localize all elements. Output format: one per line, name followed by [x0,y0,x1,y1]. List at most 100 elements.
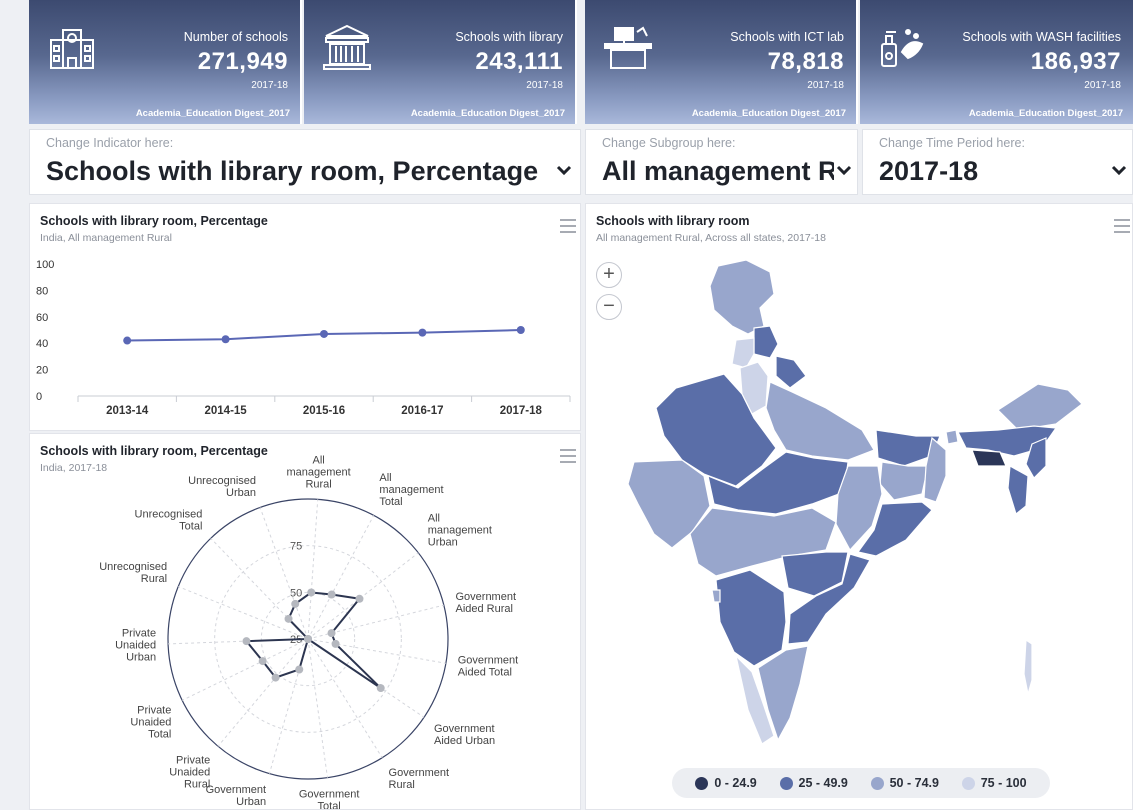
chevron-down-icon[interactable] [836,164,852,176]
kpi-card-library: Schools with library 243,111 2017-18 Aca… [304,0,577,124]
y-tick-label: 40 [36,338,48,350]
map-region[interactable] [945,429,959,445]
radar-spoke [307,638,425,718]
data-point[interactable] [327,629,336,638]
map-region[interactable] [655,373,777,487]
indicator-caption: Change Indicator here: [46,136,174,150]
map-region[interactable] [753,325,779,359]
radar-spoke [268,638,309,774]
map-region[interactable] [787,553,871,645]
period-select[interactable]: Change Time Period here: 2017-18 [862,129,1133,195]
y-tick-label: 100 [36,259,54,271]
map-region[interactable] [731,337,755,369]
period-caption: Change Time Period here: [879,136,1025,150]
kpi-source: Academia_Education Digest_2017 [410,108,565,119]
map-region[interactable] [923,436,947,503]
map-region[interactable] [775,355,807,389]
data-point[interactable] [307,588,316,597]
zoom-in-button[interactable]: + [596,262,622,288]
library-icon [323,24,371,70]
map-region[interactable] [711,589,721,603]
map-region[interactable] [765,381,875,461]
kpi-value: 271,949 [197,48,288,75]
y-tick-label: 0 [36,391,42,403]
kpi-source: Academia_Education Digest_2017 [968,108,1123,119]
data-point[interactable] [304,635,312,643]
radar-ring [214,545,402,733]
data-point[interactable] [291,599,300,608]
legend-item[interactable]: 0 - 24.9 [695,776,757,790]
data-point[interactable] [123,336,132,345]
data-point[interactable] [355,594,364,603]
legend-item[interactable]: 50 - 74.9 [870,776,939,790]
computer-desk-icon [604,26,652,69]
map-region[interactable] [1023,638,1033,695]
indicator-select[interactable]: Change Indicator here: Schools with libr… [29,129,581,195]
panel-title: Schools with library room, Percentage [40,444,268,458]
data-point[interactable] [331,639,340,648]
data-point[interactable] [242,637,251,646]
map-region[interactable] [689,507,837,577]
map-region[interactable] [709,259,775,335]
radar-spoke [210,537,309,640]
legend-item[interactable]: 75 - 100 [961,776,1027,790]
indicator-value: Schools with library room, Percentage [46,156,539,186]
data-point[interactable] [376,684,385,693]
data-point[interactable] [320,329,328,338]
map-region[interactable] [734,654,775,745]
map-region[interactable] [997,383,1083,431]
handwash-icon [881,29,924,67]
map-region[interactable] [971,449,1007,467]
data-point[interactable] [295,665,304,674]
map-region[interactable] [1025,437,1047,479]
map-region[interactable] [715,569,787,667]
data-point[interactable] [258,657,267,666]
map-panel: Schools with library room All management… [585,203,1133,810]
map-region[interactable] [835,465,883,552]
kpi-value: 186,937 [1030,48,1121,75]
data-point[interactable] [284,614,293,623]
data-point[interactable] [516,326,525,334]
map-region[interactable] [879,461,929,501]
radar-spoke [307,515,375,640]
panel-subtitle: All management Rural, Across all states,… [596,232,826,244]
radar-spoke [168,638,309,645]
map-legend: 0 - 24.9 25 - 49.9 50 - 74.9 75 - 100 [672,768,1050,798]
x-tick-label: 2016-17 [401,405,443,417]
chevron-down-icon[interactable] [1111,164,1127,176]
zoom-out-button[interactable]: − [596,294,622,320]
kpi-label: Schools with library [455,30,563,44]
map-region[interactable] [1007,465,1029,516]
kpi-label: Schools with WASH facilities [962,30,1121,44]
data-point[interactable] [327,590,336,599]
map-region[interactable] [856,501,933,557]
kpi-card-schools: Number of schools 271,949 2017-18 Academ… [29,0,302,124]
chart-menu-icon[interactable] [1114,219,1130,233]
legend-dot [961,776,975,790]
subgroup-value: All management R… [602,156,834,186]
chart-menu-icon[interactable] [560,449,576,463]
map-region[interactable] [627,459,711,549]
radar-spoke [307,638,446,664]
data-point[interactable] [271,673,280,682]
map-region[interactable] [757,645,809,742]
series-polygon [244,591,382,689]
panel-title: Schools with library room, Percentage [40,214,268,228]
chevron-down-icon[interactable] [556,164,572,176]
chart-menu-icon[interactable] [560,219,576,233]
legend-item[interactable]: 25 - 49.9 [779,776,848,790]
data-point[interactable] [221,335,230,344]
subgroup-select[interactable]: Change Subgroup here: All management R… [585,129,858,195]
radar-tick-label: 75 [290,541,302,553]
kpi-value: 243,111 [475,48,563,75]
period-value: 2017-18 [879,156,979,186]
data-point[interactable] [418,328,427,337]
